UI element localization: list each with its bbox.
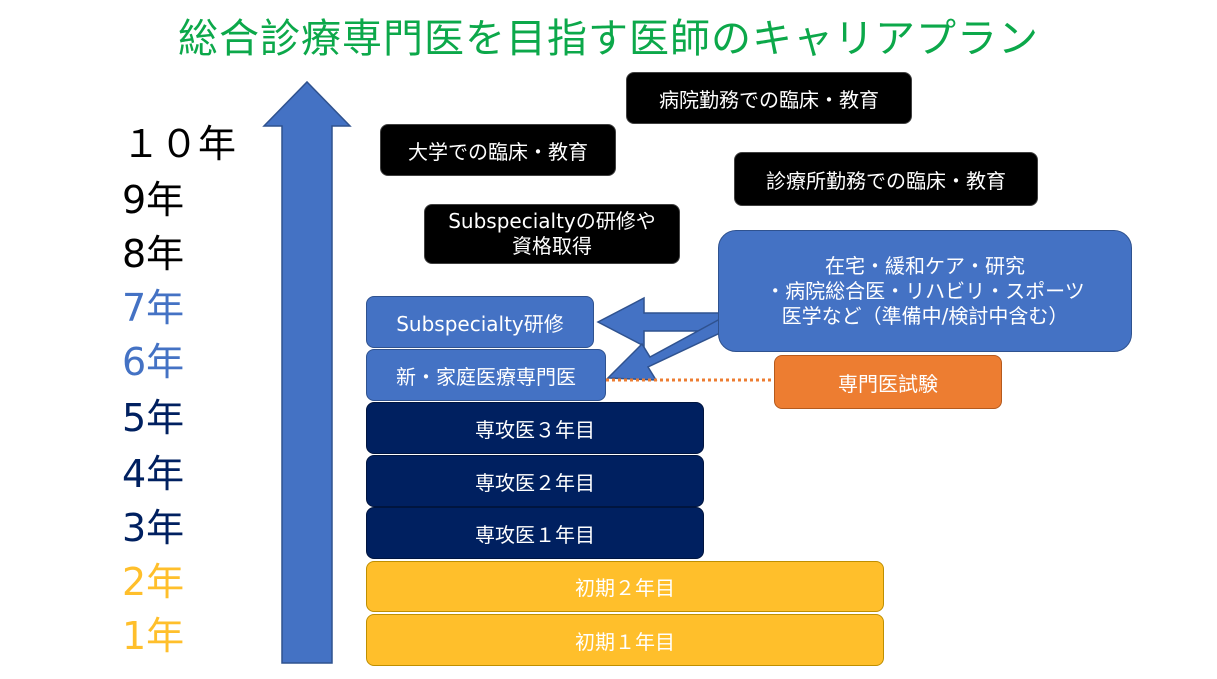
year-label-7: 7年: [122, 286, 185, 330]
year-label-9: 9年: [122, 178, 185, 222]
specialist-exam-box: 専門医試験: [774, 355, 1002, 409]
year-label-4: 4年: [122, 452, 185, 496]
resident-year1-label: 専攻医１年目: [475, 522, 595, 547]
initial-year2-box: 初期２年目: [366, 561, 884, 612]
clinic-clinical-education-box: 診療所勤務での臨床・教育: [734, 152, 1038, 206]
hospital-clinical-education-label: 病院勤務での臨床・教育: [659, 87, 879, 112]
hospital-clinical-education-box: 病院勤務での臨床・教育: [626, 72, 912, 124]
new-family-medicine-label: 新・家庭医療専門医: [396, 364, 576, 389]
other-options-label-line1: 在宅・緩和ケア・研究: [825, 253, 1025, 278]
resident-year1-box: 専攻医１年目: [366, 507, 704, 559]
new-family-medicine-box: 新・家庭医療専門医: [366, 349, 606, 401]
university-clinical-education-box: 大学での臨床・教育: [380, 124, 616, 176]
subspecialty-cert-box: Subspecialtyの研修や 資格取得: [424, 204, 680, 264]
initial-year1-box: 初期１年目: [366, 614, 884, 666]
year-label-2: 2年: [122, 560, 185, 604]
initial-year2-label: 初期２年目: [575, 576, 675, 600]
year-label-5: 5年: [122, 396, 185, 440]
timeline-up-arrow: [262, 80, 352, 664]
resident-year2-label: 専攻医２年目: [475, 470, 595, 495]
subspecialty-cert-label-line2: 資格取得: [512, 234, 592, 258]
other-options-box: 在宅・緩和ケア・研究 ・病院総合医・リハビリ・スポーツ 医学など（準備中/検討中…: [718, 230, 1132, 352]
other-options-label-line2: ・病院総合医・リハビリ・スポーツ: [765, 278, 1085, 303]
year-label-1: 1年: [122, 614, 185, 658]
year-label-3: 3年: [122, 506, 185, 550]
year-label-10: １０年: [122, 122, 237, 166]
subspecialty-cert-label-line1: Subspecialtyの研修や: [448, 209, 656, 233]
resident-year3-box: 専攻医３年目: [366, 402, 704, 454]
specialist-exam-label: 専門医試験: [838, 371, 938, 396]
resident-year3-label: 専攻医３年目: [475, 417, 595, 442]
resident-year2-box: 専攻医２年目: [366, 455, 704, 507]
year-label-8: 8年: [122, 232, 185, 276]
subspecialty-training-label: Subspecialty研修: [396, 311, 564, 336]
other-options-label-line3: 医学など（準備中/検討中含む）: [781, 303, 1069, 328]
initial-year1-label: 初期１年目: [575, 629, 675, 654]
clinic-clinical-education-label: 診療所勤務での臨床・教育: [766, 168, 1006, 193]
university-clinical-education-label: 大学での臨床・教育: [408, 139, 588, 164]
subspecialty-training-box: Subspecialty研修: [366, 296, 594, 348]
page-title: 総合診療専門医を目指す医師のキャリアプラン: [178, 16, 1039, 62]
year-label-6: 6年: [122, 340, 185, 384]
